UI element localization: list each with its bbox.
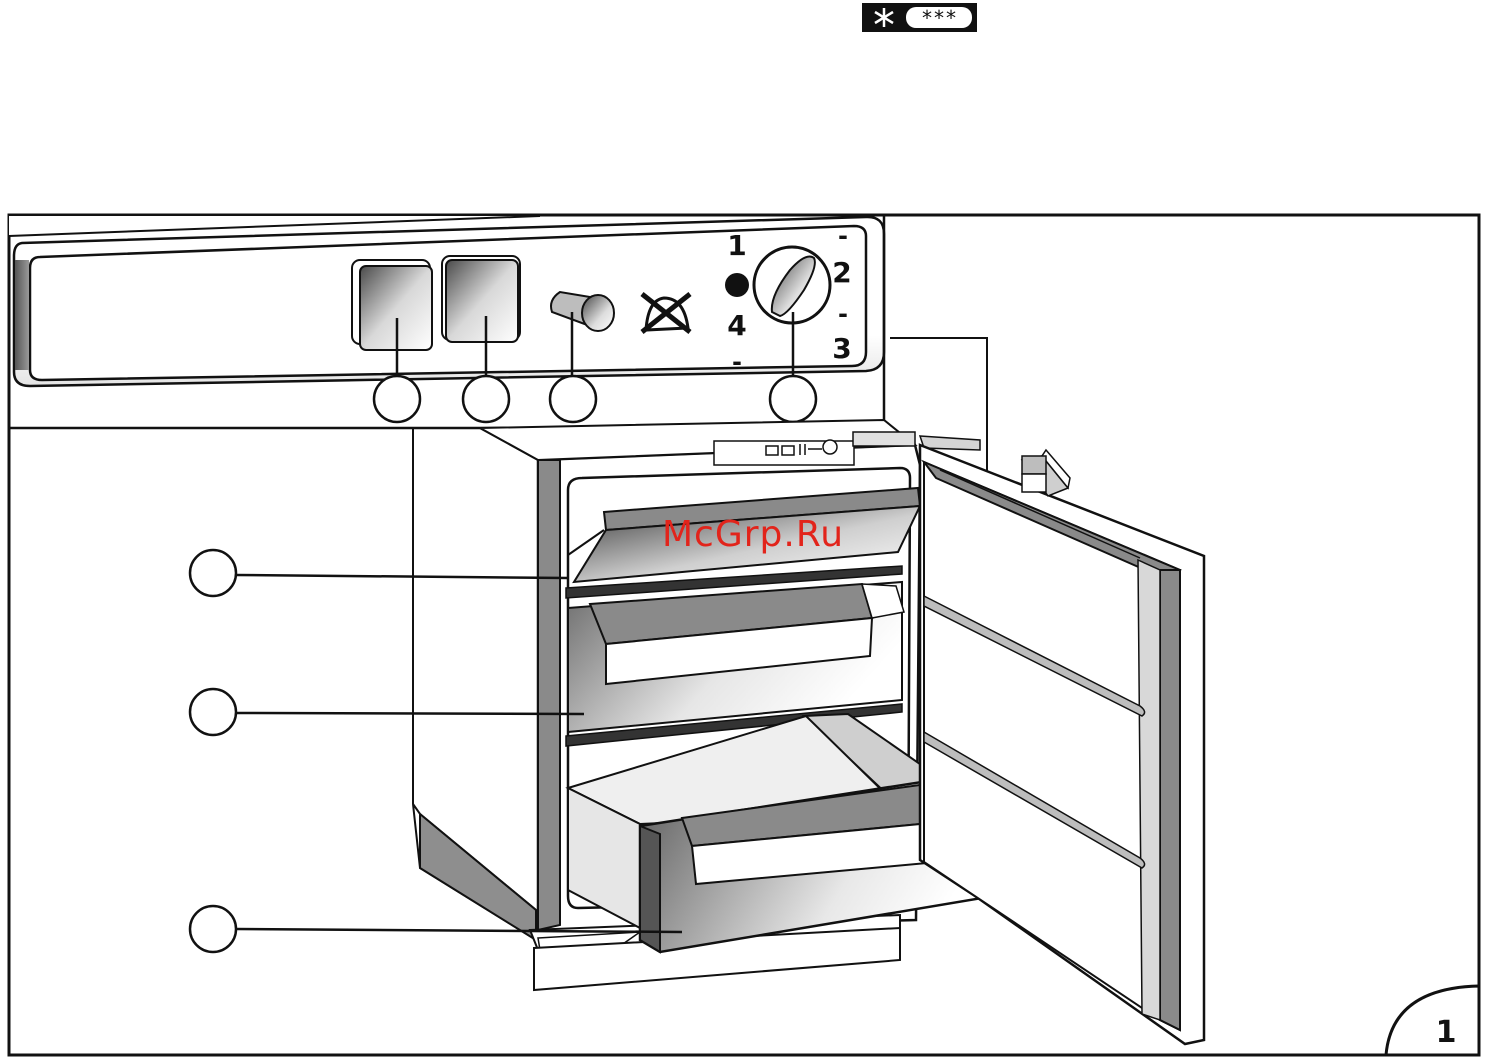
dial-mark-4: 4 (727, 309, 746, 342)
dial-tick-middle: - (838, 300, 848, 328)
control-panel-inset: 1 2 3 4 - - - (9, 216, 884, 428)
page-number-badge: 1 (1386, 986, 1479, 1055)
control-button-right[interactable] (442, 256, 520, 342)
callout-circle-button-left (374, 376, 420, 422)
callout-circle-lamp (550, 376, 596, 422)
dial-tick-top: - (838, 222, 848, 250)
freezer-star-symbol: *** (862, 3, 977, 32)
alarm-off-icon (642, 294, 690, 332)
page-number: 1 (1436, 1015, 1457, 1050)
dial-dot (725, 273, 749, 297)
callout-circle-flap (190, 550, 236, 596)
dial-tick-bottom: - (732, 348, 742, 376)
freezer-stars: *** (921, 6, 957, 30)
dial-mark-3: 3 (832, 332, 851, 365)
control-button-left[interactable] (352, 260, 432, 350)
watermark-text: McGrp.Ru (662, 514, 844, 555)
callout-circle-knob (770, 376, 816, 422)
callout-circle-drawer-middle (190, 689, 236, 735)
dial-mark-2: 2 (832, 256, 851, 289)
thermostat-knob[interactable] (754, 247, 830, 323)
freezer-door[interactable] (920, 445, 1204, 1044)
callout-circle-button-right (463, 376, 509, 422)
dial-mark-1: 1 (727, 229, 746, 262)
callout-circle-drawer-bottom (190, 906, 236, 952)
